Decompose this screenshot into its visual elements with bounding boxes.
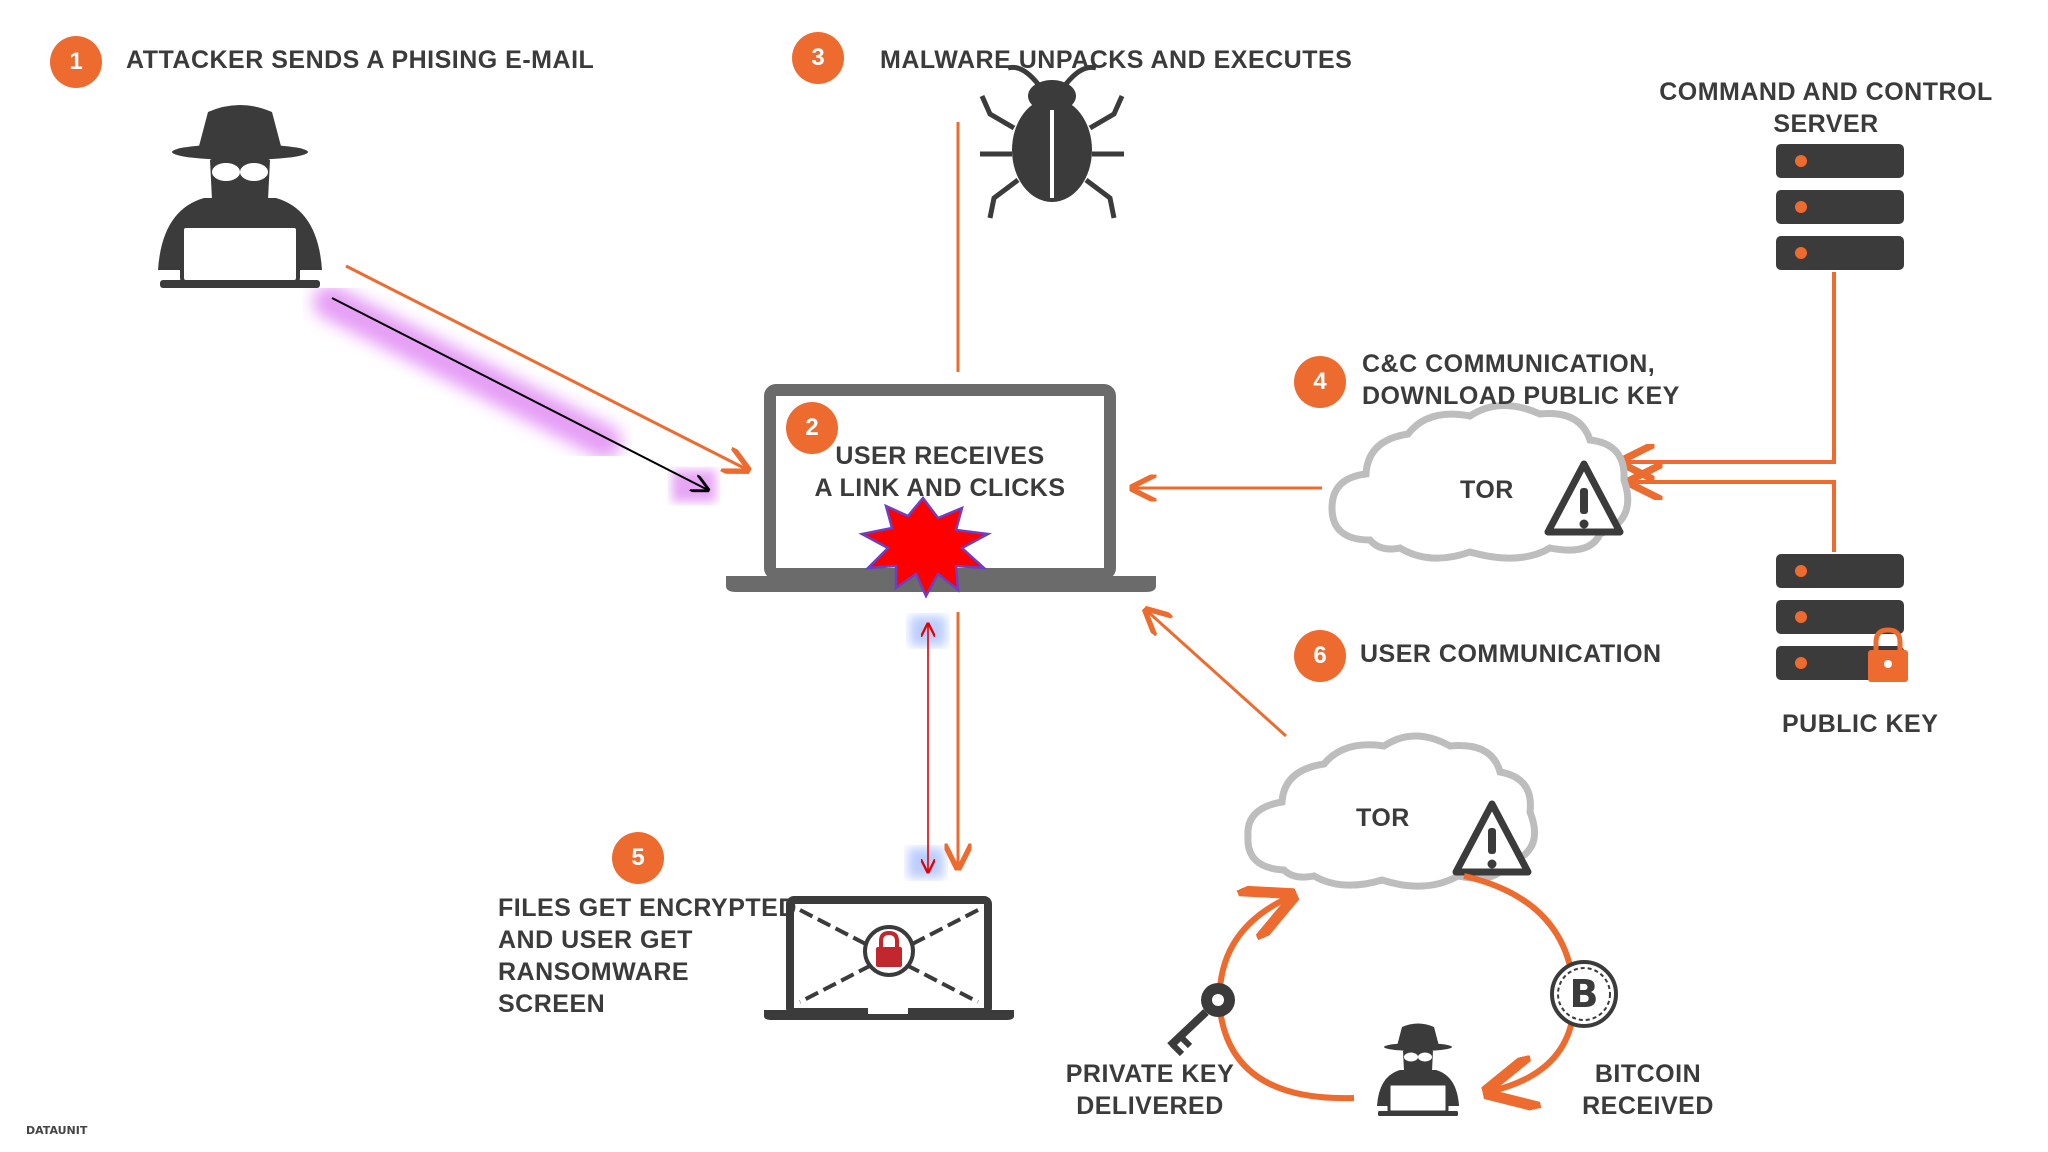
annotation-arrow xyxy=(331,297,708,490)
server-icon xyxy=(1776,144,1904,270)
server-label: COMMAND AND CONTROL SERVER xyxy=(1636,76,2016,140)
connector-line xyxy=(1622,272,1836,462)
connector-line xyxy=(1146,610,1288,738)
svg-text:B: B xyxy=(1570,972,1599,1016)
step-badge-2: 2 xyxy=(786,402,838,454)
step-5-label-line: SCREEN xyxy=(498,990,606,1018)
laptop-icon xyxy=(726,384,1156,592)
server-label-line: SERVER xyxy=(1773,110,1879,138)
bug-icon xyxy=(979,64,1125,219)
connector-line xyxy=(1630,482,1836,552)
lock-icon xyxy=(1868,627,1908,682)
step-4-label: C&C COMMUNICATION, DOWNLOAD PUBLIC KEY xyxy=(1362,348,1680,412)
brand-footer: DATAUNIT xyxy=(26,1124,88,1137)
step-5-label: FILES GET ENCRYPTED AND USER GET RANSOMW… xyxy=(498,892,797,1020)
hacker-icon xyxy=(1377,1023,1459,1116)
step-2-label-line: A LINK AND CLICKS xyxy=(814,474,1066,502)
step-badge-1: 1 xyxy=(50,36,102,88)
step-2-label: USER RECEIVES A LINK AND CLICKS xyxy=(780,440,1100,504)
bitcoin-label: BITCOIN RECEIVED xyxy=(1548,1058,1748,1122)
step-badge-5: 5 xyxy=(612,832,664,884)
tor-label: TOR xyxy=(1460,476,1514,504)
warning-icon xyxy=(1452,800,1532,876)
bitcoin-icon: B xyxy=(1550,960,1618,1028)
step-2-label-line: USER RECEIVES xyxy=(835,442,1045,470)
step-1-label: ATTACKER SENDS A PHISING E-MAIL xyxy=(126,46,595,74)
private-key-label: PRIVATE KEY DELIVERED xyxy=(1050,1058,1250,1122)
private-key-label-line: PRIVATE KEY xyxy=(1065,1060,1235,1088)
bitcoin-label-line: BITCOIN xyxy=(1594,1060,1702,1088)
connector-line xyxy=(345,264,748,470)
warning-icon xyxy=(1544,460,1624,536)
public-key-label: PUBLIC KEY xyxy=(1782,710,1939,738)
step-5-label-line: FILES GET ENCRYPTED xyxy=(498,894,797,922)
step-4-label-line: C&C COMMUNICATION, xyxy=(1362,350,1656,378)
highlight-stroke xyxy=(313,285,622,459)
lock-icon xyxy=(863,925,915,977)
step-badge-3: 3 xyxy=(792,32,844,84)
step-5-label-line: RANSOMWARE xyxy=(498,958,690,986)
key-icon xyxy=(1167,983,1235,1057)
server-label-line: COMMAND AND CONTROL xyxy=(1659,78,1993,106)
step-6-label: USER COMMUNICATION xyxy=(1360,640,1662,668)
bitcoin-label-line: RECEIVED xyxy=(1582,1092,1714,1120)
step-badge-4: 4 xyxy=(1294,356,1346,408)
step-4-label-line: DOWNLOAD PUBLIC KEY xyxy=(1362,382,1680,410)
private-key-label-line: DELIVERED xyxy=(1076,1092,1224,1120)
cloud-icon xyxy=(1244,732,1538,890)
hacker-icon xyxy=(158,105,322,288)
explosion-icon xyxy=(858,495,993,599)
step-badge-6: 6 xyxy=(1294,630,1346,682)
highlight-stroke xyxy=(908,848,944,878)
tor-label: TOR xyxy=(1356,804,1410,832)
step-5-label-line: AND USER GET xyxy=(498,926,693,954)
step-3-label: MALWARE UNPACKS AND EXECUTES xyxy=(880,46,1353,74)
